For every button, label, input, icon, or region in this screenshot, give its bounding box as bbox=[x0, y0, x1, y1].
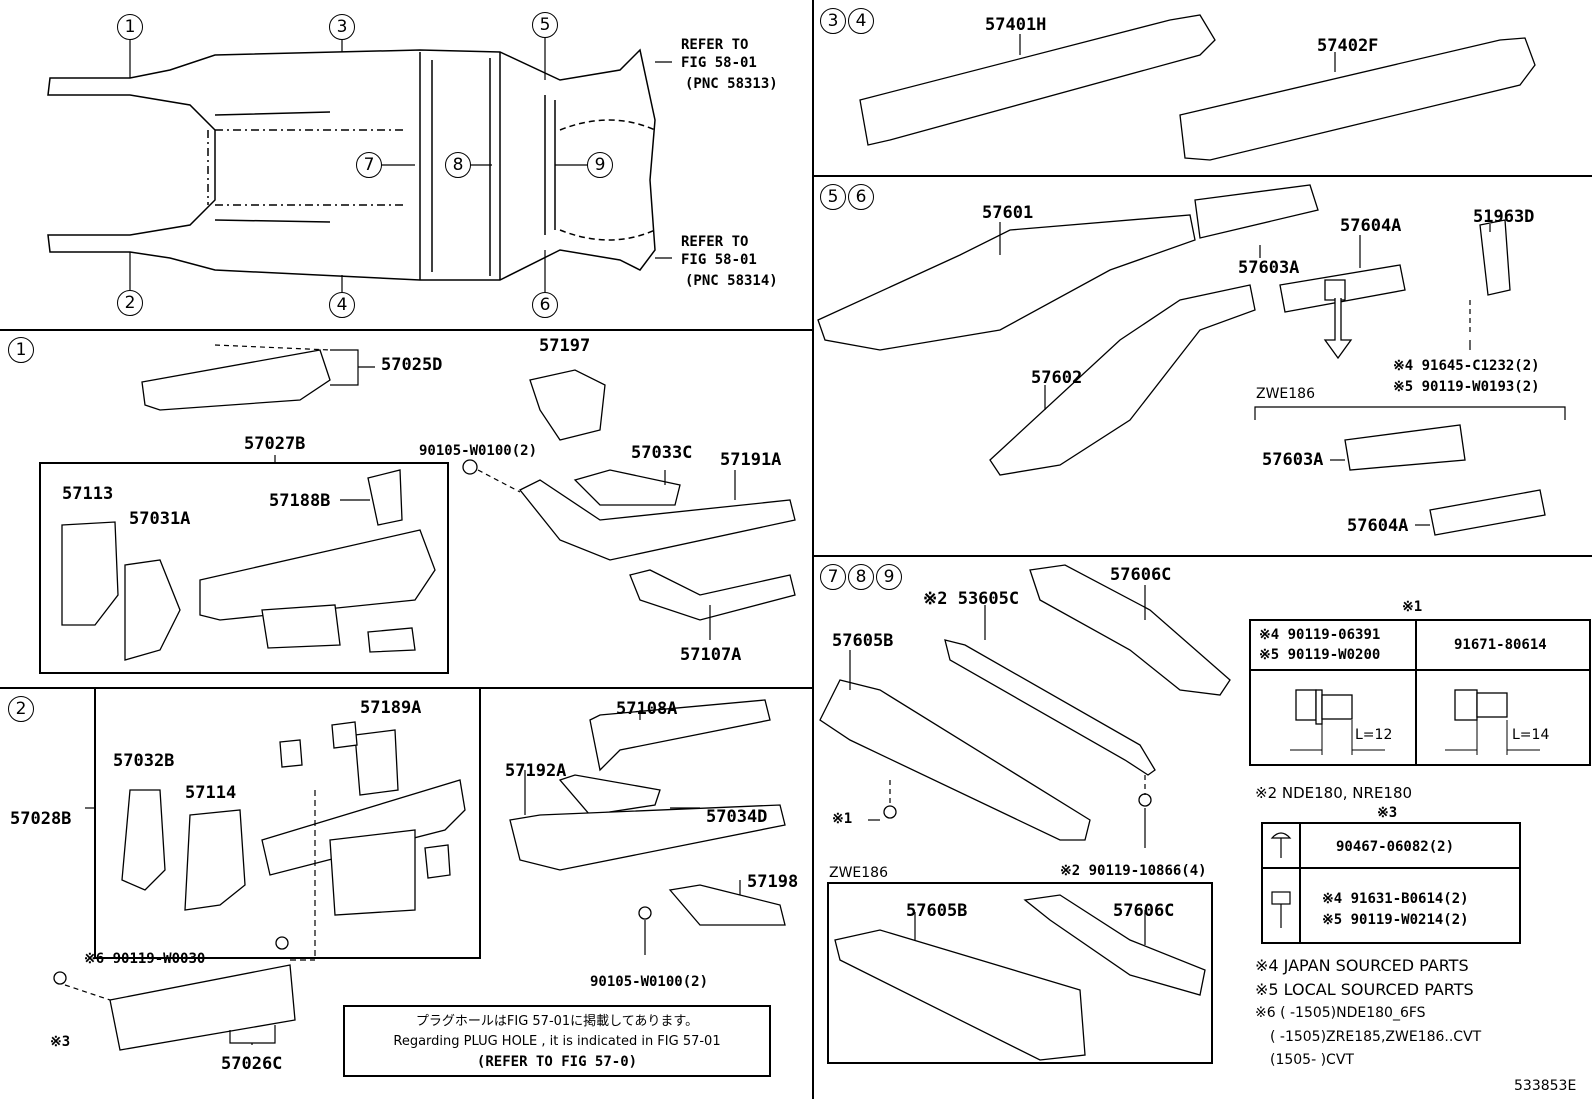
variant-zwe186-p789: ZWE186 bbox=[829, 865, 889, 881]
table1-dim-left: L=12 bbox=[1355, 727, 1393, 743]
plug-note-ref: (REFER TO FIG 57-0) bbox=[476, 1054, 638, 1070]
part-57402F: 57402F bbox=[1317, 36, 1379, 56]
callout-2: 2 bbox=[117, 290, 143, 316]
part-90105-W0100-p1: 90105-W0100(2) bbox=[419, 443, 538, 459]
underbody-overview-drawing bbox=[47, 48, 656, 281]
part-57605B-zwe: 57605B bbox=[906, 901, 968, 921]
callout-6: 6 bbox=[532, 292, 558, 318]
footnote-6b: ( -1505)ZRE185,ZWE186..CVT bbox=[1270, 1029, 1482, 1045]
part-53605C: ※2 53605C bbox=[923, 589, 1020, 609]
part-57189A: 57189A bbox=[360, 698, 422, 718]
part-51963D: 51963D bbox=[1473, 207, 1535, 227]
screw-icons bbox=[1270, 832, 1292, 928]
panel789-header-9: 9 bbox=[876, 564, 902, 590]
footnote-6c: (1505- )CVT bbox=[1270, 1052, 1354, 1068]
part-57114: 57114 bbox=[185, 783, 237, 803]
part-57031A: 57031A bbox=[129, 509, 191, 529]
part-57188B: 57188B bbox=[269, 491, 331, 511]
part-57602: 57602 bbox=[1031, 368, 1083, 388]
refer-top-1: REFER TO bbox=[681, 37, 749, 53]
panel34-header-3: 3 bbox=[820, 8, 846, 34]
panel1-part-drawings bbox=[61, 349, 796, 661]
callout-1: 1 bbox=[117, 14, 143, 40]
callout-4: 4 bbox=[329, 292, 355, 318]
part-90119-W0030: ※6 90119-W0030 bbox=[84, 951, 206, 967]
part-57606C: 57606C bbox=[1110, 565, 1172, 585]
panel789-header-7: 7 bbox=[820, 564, 846, 590]
table1-left-line1: ※4 90119-06391 bbox=[1259, 627, 1381, 643]
part-57113: 57113 bbox=[62, 484, 114, 504]
callout-3: 3 bbox=[329, 14, 355, 40]
part-57606C-zwe: 57606C bbox=[1113, 901, 1175, 921]
part-57107A: 57107A bbox=[680, 645, 742, 665]
part-57603A-zwe: 57603A bbox=[1262, 450, 1324, 470]
note-ref-3: ※3 bbox=[50, 1034, 71, 1050]
panel789-header-8: 8 bbox=[848, 564, 874, 590]
plug-note-jp: プラグホールはFIG 57-01に掲載してあります。 bbox=[415, 1014, 699, 1029]
part-90119-10866: ※2 90119-10866(4) bbox=[1060, 863, 1207, 879]
panel56-part-drawings bbox=[817, 184, 1546, 536]
footnote-6: ※6 ( -1505)NDE180_6FS bbox=[1255, 1005, 1426, 1021]
callout-8: 8 bbox=[445, 152, 471, 178]
panel34-header-4: 4 bbox=[848, 8, 874, 34]
refer-bottom-2: FIG 58-01 bbox=[681, 252, 757, 268]
table3-row2-line2: ※5 90119-W0214(2) bbox=[1322, 912, 1469, 928]
part-57108A: 57108A bbox=[616, 699, 678, 719]
plug-note-en: Regarding PLUG HOLE , it is indicated in… bbox=[393, 1034, 721, 1049]
refer-top-2: FIG 58-01 bbox=[681, 55, 757, 71]
panel2-part-drawings bbox=[53, 699, 786, 1051]
panel2-header: 2 bbox=[8, 696, 34, 722]
part-57198: 57198 bbox=[747, 872, 799, 892]
part-90119-W0193: ※5 90119-W0193(2) bbox=[1393, 379, 1540, 395]
part-90105-W0100-p2: 90105-W0100(2) bbox=[590, 974, 709, 990]
part-57034D: 57034D bbox=[706, 807, 768, 827]
part-91645-C1232: ※4 91645-C1232(2) bbox=[1393, 358, 1540, 374]
part-57025D: 57025D bbox=[381, 355, 443, 375]
part-57032B: 57032B bbox=[113, 751, 175, 771]
table1-right: 91671-80614 bbox=[1454, 637, 1547, 653]
plug-hole-note: プラグホールはFIG 57-01に掲載してあります。 Regarding PLU… bbox=[343, 1005, 771, 1077]
footnote-5: ※5 LOCAL SOURCED PARTS bbox=[1255, 980, 1474, 999]
table3-row1: 90467-06082(2) bbox=[1336, 839, 1455, 855]
refer-top-3: (PNC 58313) bbox=[685, 76, 778, 92]
part-57027B: 57027B bbox=[244, 434, 306, 454]
callout-7: 7 bbox=[356, 152, 382, 178]
part-57604A: 57604A bbox=[1340, 216, 1402, 236]
panel34-part-drawings bbox=[859, 14, 1536, 161]
part-57401H: 57401H bbox=[985, 15, 1047, 35]
part-57601: 57601 bbox=[982, 203, 1034, 223]
figure-id: 533853E bbox=[1514, 1078, 1577, 1094]
part-57603A: 57603A bbox=[1238, 258, 1300, 278]
variant-zwe186-p56: ZWE186 bbox=[1256, 386, 1316, 402]
panel56-header-5: 5 bbox=[820, 184, 846, 210]
table3-row2-line1: ※4 91631-B0614(2) bbox=[1322, 891, 1469, 907]
part-57604A-zwe: 57604A bbox=[1347, 516, 1409, 536]
part-57192A: 57192A bbox=[505, 761, 567, 781]
callout-9: 9 bbox=[587, 152, 613, 178]
note-2: ※2 NDE180, NRE180 bbox=[1255, 784, 1413, 802]
part-57605B: 57605B bbox=[832, 631, 894, 651]
panel1-header: 1 bbox=[8, 337, 34, 363]
panel56-header-6: 6 bbox=[848, 184, 874, 210]
panel789-part-drawings bbox=[819, 564, 1231, 1061]
part-57026C: 57026C bbox=[221, 1054, 283, 1074]
table1-dim-right: L=14 bbox=[1512, 727, 1550, 743]
callout-5: 5 bbox=[532, 12, 558, 38]
footnote-4: ※4 JAPAN SOURCED PARTS bbox=[1255, 956, 1469, 975]
refer-bottom-1: REFER TO bbox=[681, 234, 749, 250]
refer-bottom-3: (PNC 58314) bbox=[685, 273, 778, 289]
bolt-illustrations bbox=[1295, 689, 1508, 725]
part-57197: 57197 bbox=[539, 336, 591, 356]
table3-title: ※3 bbox=[1377, 805, 1398, 821]
part-57028B: 57028B bbox=[10, 809, 72, 829]
part-57191A: 57191A bbox=[720, 450, 782, 470]
table1-left-line2: ※5 90119-W0200 bbox=[1259, 647, 1381, 663]
table1-title: ※1 bbox=[1402, 599, 1423, 615]
part-57033C: 57033C bbox=[631, 443, 693, 463]
note-ref-1: ※1 bbox=[832, 811, 853, 827]
